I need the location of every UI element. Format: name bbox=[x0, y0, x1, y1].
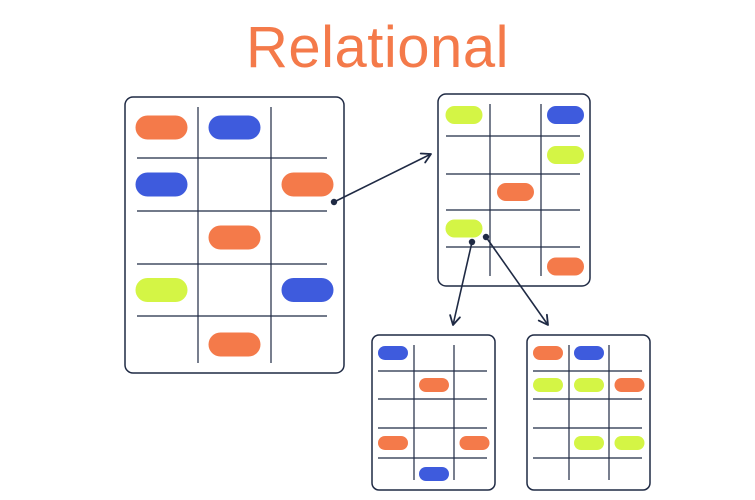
blue-pill bbox=[419, 467, 449, 481]
child-table-right-frame bbox=[526, 334, 651, 491]
child-table-left-frame bbox=[371, 334, 496, 491]
blue-pill bbox=[547, 106, 584, 124]
relations-layer bbox=[330, 152, 549, 326]
blue-pill bbox=[378, 346, 408, 360]
relation-origin-dot bbox=[482, 233, 490, 241]
lime-pill bbox=[445, 106, 483, 124]
orange-pill bbox=[281, 172, 334, 197]
orange-pill bbox=[497, 183, 534, 201]
orange-pill bbox=[378, 436, 408, 450]
orange-pill bbox=[208, 225, 261, 250]
lime-pill bbox=[614, 436, 645, 450]
relation-origin-dot bbox=[468, 238, 476, 246]
lime-pill bbox=[574, 378, 604, 392]
lime-pill bbox=[533, 378, 563, 392]
blue-pill bbox=[135, 172, 188, 197]
blue-pill bbox=[574, 346, 604, 360]
lime-pill bbox=[135, 278, 188, 302]
orange-pill bbox=[614, 378, 645, 392]
lime-pill bbox=[574, 436, 604, 450]
diagram-title: Relational bbox=[246, 15, 509, 80]
relation-arrow-main-table-to-linked-table bbox=[333, 152, 432, 203]
lime-pill bbox=[445, 219, 483, 238]
child-table-left bbox=[371, 334, 496, 491]
relation-arrow-linked-table-to-child-table-right bbox=[485, 236, 549, 326]
orange-pill bbox=[459, 436, 490, 450]
main-table bbox=[124, 96, 345, 374]
relation-arrow-linked-table-to-child-table-left bbox=[449, 241, 473, 326]
orange-pill bbox=[135, 115, 188, 140]
blue-pill bbox=[208, 115, 261, 140]
relation-origin-dot bbox=[330, 198, 338, 206]
linked-table bbox=[437, 93, 591, 287]
child-table-right bbox=[526, 334, 651, 491]
orange-pill bbox=[419, 378, 449, 392]
blue-pill bbox=[281, 278, 334, 302]
orange-pill bbox=[208, 332, 261, 357]
tables-layer bbox=[124, 93, 651, 491]
lime-pill bbox=[547, 146, 584, 164]
orange-pill bbox=[547, 257, 584, 276]
orange-pill bbox=[533, 346, 563, 360]
